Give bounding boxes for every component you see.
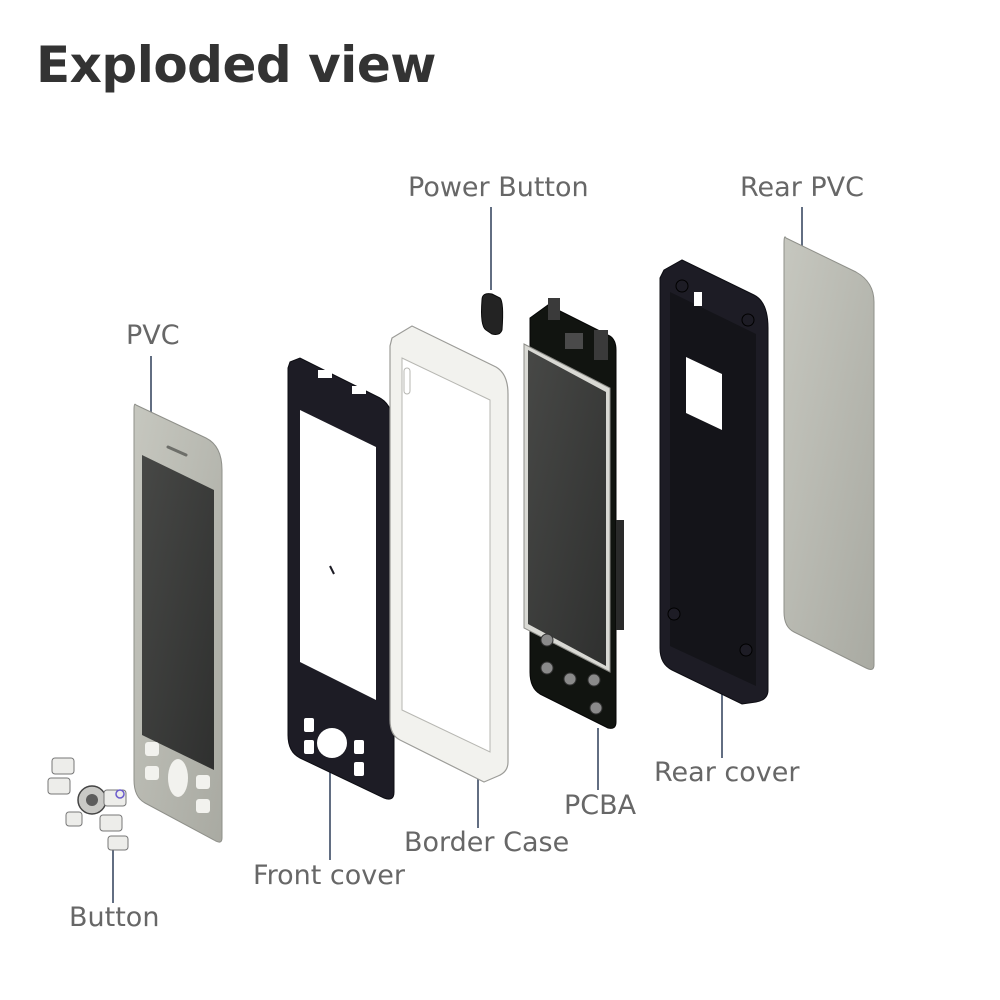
front-cover xyxy=(287,357,395,800)
label-border-case: Border Case xyxy=(404,827,570,858)
border-case xyxy=(389,325,509,783)
label-pvc: PVC xyxy=(126,320,180,351)
label-rear-pvc: Rear PVC xyxy=(740,172,864,203)
button-keypad xyxy=(47,757,129,851)
label-power-button: Power Button xyxy=(408,172,589,203)
power-button-part xyxy=(481,293,504,335)
label-front-cover: Front cover xyxy=(253,860,405,891)
rear-pvc-film xyxy=(783,236,875,670)
pvc-front-film xyxy=(133,403,223,843)
pcba-board xyxy=(523,298,624,729)
page-title: Exploded view xyxy=(36,36,436,94)
label-button: Button xyxy=(69,902,160,933)
rear-cover xyxy=(659,259,769,705)
label-pcba: PCBA xyxy=(564,790,637,821)
label-rear-cover: Rear cover xyxy=(654,757,800,788)
